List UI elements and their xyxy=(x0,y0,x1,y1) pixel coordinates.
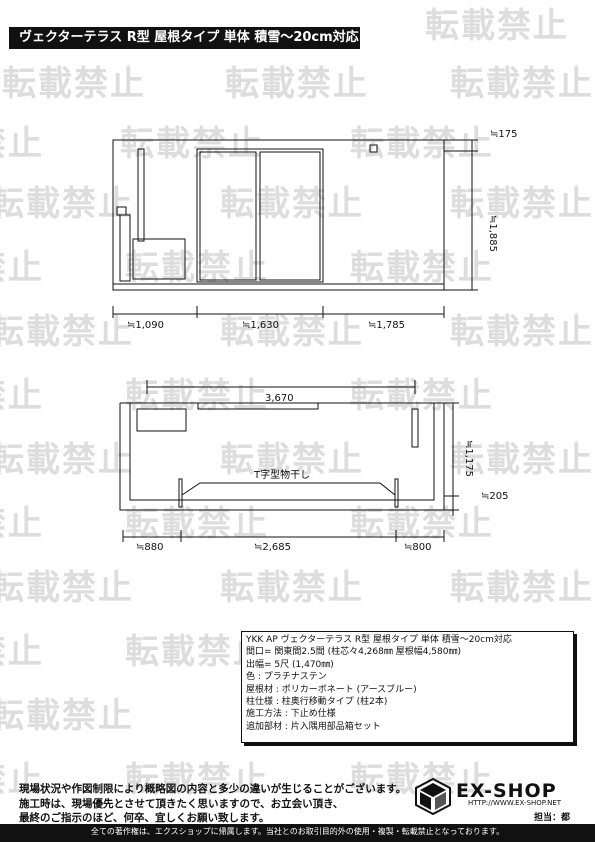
spec-line: YKK AP ヴェクターテラス R型 屋根タイプ 単体 積雪〜20cm対応 xyxy=(246,635,512,645)
spec-line: 色 : プラチナステン xyxy=(246,672,327,683)
dim-label-plan-mid: ≒2,685 xyxy=(254,542,291,553)
spec-line: 追加部材 : 片入隅用部品箱セット xyxy=(246,721,381,732)
post-left xyxy=(178,478,183,508)
ex-shop-logo-icon xyxy=(415,777,451,815)
copyright-footer: 全ての著作権は、エクスショップに帰属します。当社とのお取引目的外の使用・複製・転… xyxy=(0,824,595,842)
plan-storage-box xyxy=(136,408,187,432)
outdoor-unit xyxy=(119,214,131,282)
drain-pipe xyxy=(137,148,145,242)
elevation-drawing xyxy=(112,139,478,318)
dim-label-mid: ≒1,630 xyxy=(242,320,279,331)
plan-pipe xyxy=(411,408,419,448)
plan-drawing xyxy=(119,380,459,542)
spec-line: 出幅= 5尺 (1,470㎜) xyxy=(246,659,334,670)
spec-line: 施工方法 : 下止め仕様 xyxy=(246,709,336,720)
dim-label-height: ≒1,885 xyxy=(487,215,498,252)
window-frame xyxy=(196,148,324,283)
note-line: 最終のご指示のほど、何卒、宜しくお願い致します。 xyxy=(19,812,270,824)
vent xyxy=(369,144,378,153)
spec-line: 柱仕様 : 柱奥行移動タイプ (柱2本) xyxy=(246,697,388,708)
post-right xyxy=(394,478,399,508)
dim-label-left: ≒1,090 xyxy=(127,320,164,331)
brand-name: EX-SHOP xyxy=(456,780,557,802)
disclaimer-note: 現場状況や作図制限により概略図の内容と多少の違いが生じることがございます。 施工… xyxy=(19,782,406,826)
dim-label-plan-right: ≒800 xyxy=(404,542,431,553)
note-line: 現場状況や作図制限により概略図の内容と多少の違いが生じることがございます。 xyxy=(19,783,407,795)
window-sash-left xyxy=(199,151,257,281)
page-title: ヴェクターテラス R型 屋根タイプ 単体 積雪〜20cm対応 xyxy=(9,27,360,49)
drying-bar xyxy=(181,482,396,496)
dim-label-top: ≒175 xyxy=(490,129,517,140)
roof-inner-outline xyxy=(129,403,435,501)
dim-label-span: 3,670 xyxy=(265,393,294,404)
dim-label-depth: ≒1,175 xyxy=(463,440,474,477)
house-wall xyxy=(119,403,445,511)
window-sash-right xyxy=(259,151,321,281)
elevation-outline xyxy=(112,139,445,291)
spec-line: 屋根材 : ポリカーボネート (アースブルー) xyxy=(246,684,417,695)
brand-url[interactable]: HTTP://WWW.EX-SHOP.NET xyxy=(468,799,562,807)
note-line: 施工時は、現場優先とさせて頂きたく思いますので、お立会い頂き、 xyxy=(19,797,344,810)
plan-window xyxy=(197,402,319,410)
dim-label-plan-left: ≒880 xyxy=(136,542,163,553)
staff-label: 担当：都 xyxy=(534,813,571,823)
storage-box xyxy=(132,238,186,280)
dim-label-offset: ≒205 xyxy=(481,491,508,502)
drying-label: T字型物干し xyxy=(253,468,310,481)
spec-box: YKK AP ヴェクターテラス R型 屋根タイプ 単体 積雪〜20cm対応 間口… xyxy=(241,631,574,743)
dim-label-right: ≒1,785 xyxy=(368,320,405,331)
faucet xyxy=(116,206,127,216)
spec-line: 間口= 関東間2.5間 (柱芯々4,268㎜ 屋根幅4,580㎜) xyxy=(246,647,461,658)
